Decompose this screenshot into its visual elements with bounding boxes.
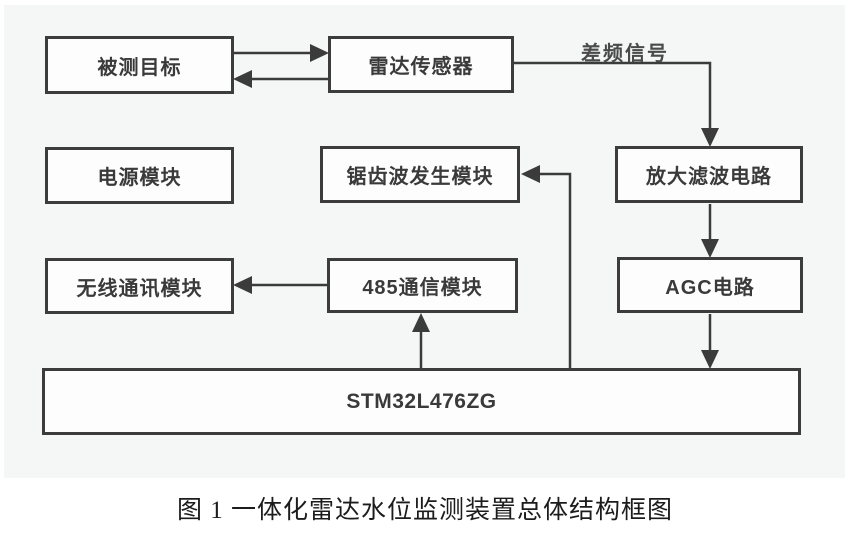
arrowhead-up-icon xyxy=(412,313,430,332)
arrowhead-right-icon xyxy=(310,44,329,62)
arrowhead-down-icon xyxy=(701,239,719,258)
node-agc-circuit: AGC电路 xyxy=(617,257,803,313)
node-label: 锯齿波发生模块 xyxy=(346,166,494,188)
node-label: 雷达传感器 xyxy=(368,56,474,78)
node-label: 485通信模块 xyxy=(362,277,483,299)
node-mcu-stm32: STM32L476ZG xyxy=(42,368,801,435)
node-wireless-comm-module: 无线通讯模块 xyxy=(45,258,234,314)
edge-label-beat-signal: 差频信号 xyxy=(581,43,669,65)
node-power-module: 电源模块 xyxy=(45,147,234,204)
node-amplifier-filter: 放大滤波电路 xyxy=(615,146,803,203)
node-label: 放大滤波电路 xyxy=(646,166,772,188)
arrowhead-left-icon xyxy=(233,276,252,294)
arrowhead-down-icon xyxy=(701,350,719,369)
node-rs485-comm-module: 485通信模块 xyxy=(327,258,518,313)
edge-radar-to-ampfilter xyxy=(514,61,712,130)
node-label: STM32L476ZG xyxy=(346,389,497,413)
connector-layer xyxy=(233,44,719,369)
node-label: AGC电路 xyxy=(665,276,755,299)
node-label: 被测目标 xyxy=(97,56,182,79)
node-radar-sensor: 雷达传感器 xyxy=(328,36,514,93)
node-measured-target: 被测目标 xyxy=(45,36,234,94)
arrowhead-left-icon xyxy=(233,70,252,88)
figure-caption: 图 1 一体化雷达水位监测装置总体结构框图 xyxy=(176,497,673,524)
arrowhead-down-icon xyxy=(701,128,719,147)
node-label: 电源模块 xyxy=(97,167,182,189)
node-sawtooth-generator: 锯齿波发生模块 xyxy=(320,146,520,203)
node-label: 无线通讯模块 xyxy=(76,277,203,300)
edge-mcu-to-sawtooth xyxy=(540,172,572,369)
arrowhead-left-icon xyxy=(521,165,540,183)
